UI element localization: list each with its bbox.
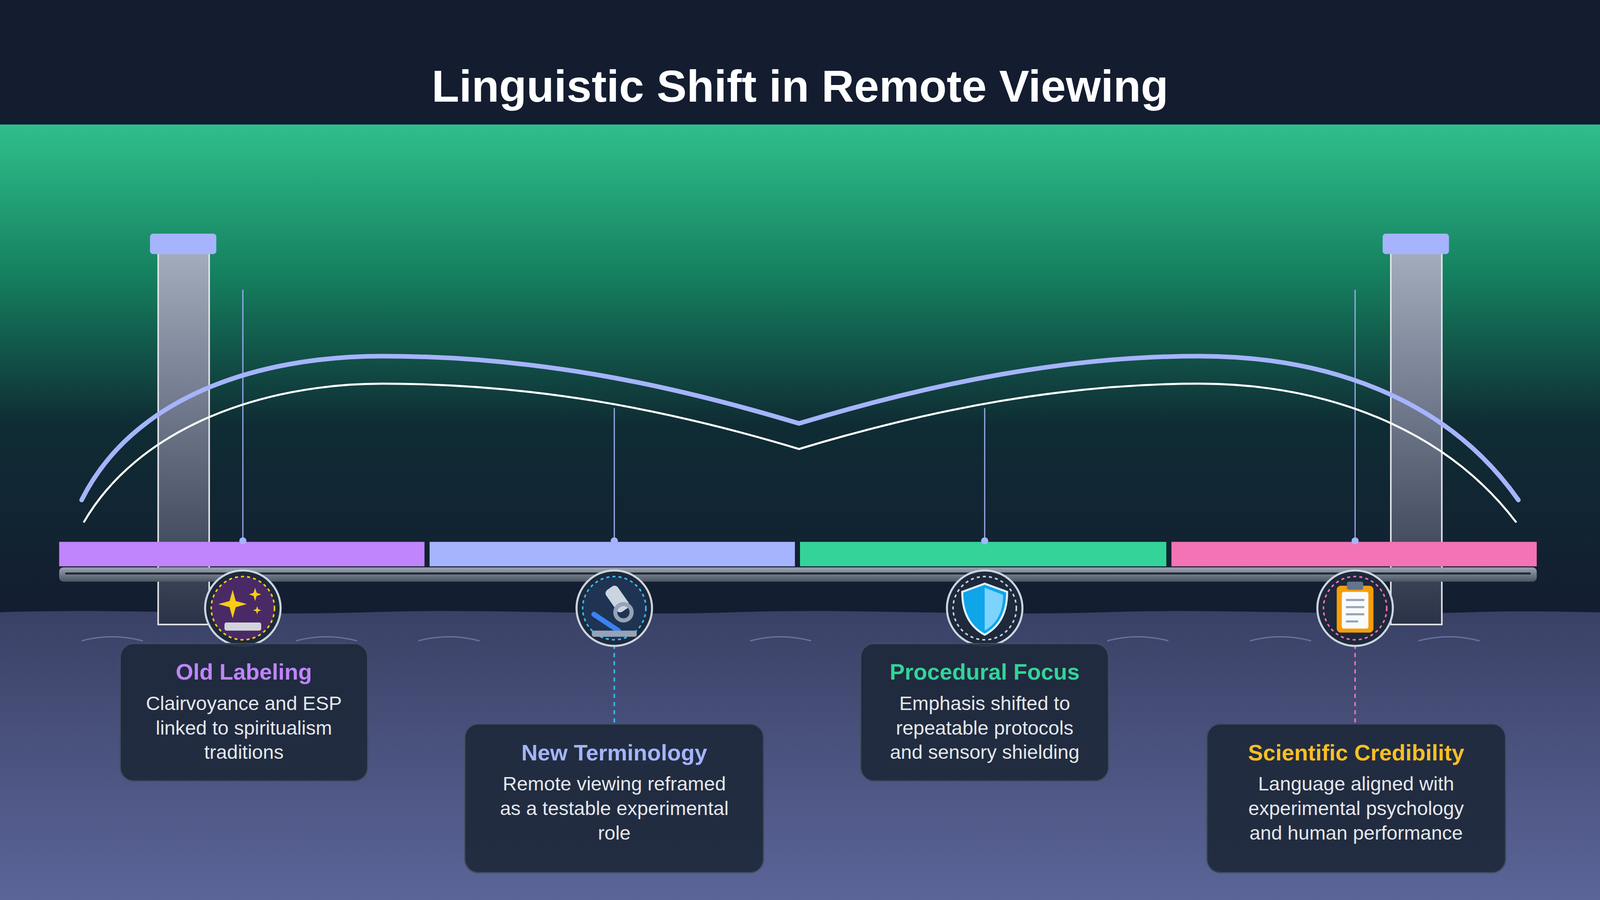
card-body: Remote viewing reframed as a testable ex… (496, 771, 733, 845)
clipboard-icon (1317, 570, 1393, 646)
ripple (295, 636, 358, 641)
ripple (750, 636, 812, 641)
deck (59, 541, 1537, 582)
microscope-slide (593, 614, 619, 631)
info-card: Procedural FocusEmphasis shifted to repe… (860, 642, 1110, 782)
ripple (1107, 636, 1169, 641)
deck-segment (429, 541, 795, 567)
ripple (1250, 636, 1312, 641)
ripple (81, 636, 143, 641)
text-line (1345, 613, 1365, 616)
text-line (1345, 599, 1365, 602)
spirit-icon (205, 570, 281, 646)
deck-segment (59, 541, 425, 567)
dashed-leader (613, 645, 615, 724)
star (252, 606, 262, 615)
clipboard-board (1336, 585, 1374, 633)
rail-groove (65, 572, 1531, 575)
hanger-dots (239, 537, 1359, 545)
deck-segment (800, 541, 1167, 567)
star (218, 590, 248, 619)
hanger-dot (239, 537, 247, 545)
dashed-leader (1354, 645, 1356, 724)
card-heading: Scientific Credibility (1247, 739, 1465, 767)
hanger-dot (610, 537, 618, 545)
icon-ring (205, 570, 281, 646)
hanger-dot (1351, 537, 1359, 545)
hanger-line (613, 408, 615, 541)
ripple (418, 636, 480, 641)
icon-ring (947, 570, 1023, 646)
icon-dashed-ring (211, 576, 275, 640)
microscope-arm (615, 604, 632, 621)
star (249, 587, 262, 602)
card-body: Emphasis shifted to repeatable protocols… (877, 691, 1092, 765)
sky-band (0, 124, 1600, 625)
info-card: New TerminologyRemote viewing reframed a… (464, 723, 765, 874)
ripple (1418, 636, 1480, 641)
clipboard-paper (1341, 591, 1369, 629)
clipboard-lines (1345, 600, 1365, 622)
shield-icon (947, 570, 1023, 646)
hanger-line (242, 290, 244, 541)
icon-dashed-ring (582, 576, 646, 640)
tower-cap (1382, 233, 1449, 255)
card-heading: Old Labeling (175, 658, 313, 686)
hanger-line (984, 408, 986, 541)
deck-segment (1171, 541, 1537, 567)
secondary-cable (83, 383, 1517, 523)
ripples (81, 636, 1480, 641)
hanger-dot (981, 537, 989, 545)
info-card: Old LabelingClairvoyance and ESP linked … (119, 642, 369, 782)
microscope-icon (576, 570, 653, 646)
text-line (1345, 606, 1365, 609)
card-heading: Procedural Focus (889, 658, 1080, 686)
hanger-line (1354, 290, 1356, 541)
icon-ring (576, 570, 653, 646)
card-heading: New Terminology (521, 739, 708, 767)
deck-rail (59, 567, 1537, 582)
shield-highlight (984, 587, 1003, 631)
hangers (242, 290, 1355, 541)
icon-dashed-ring (1323, 576, 1387, 640)
diagram-title: Linguistic Shift in Remote Viewing (0, 59, 1600, 114)
water-band (0, 611, 1600, 900)
info-card: Scientific CredibilityLanguage aligned w… (1206, 723, 1507, 874)
tower-cap (150, 233, 217, 255)
crystal-base (224, 622, 262, 631)
shield-body (962, 583, 1008, 635)
icon-dashed-ring (952, 576, 1017, 640)
header-band (0, 0, 1600, 125)
clipboard-clip (1347, 581, 1364, 590)
card-body: Language aligned with experimental psych… (1233, 771, 1479, 845)
main-cable (81, 356, 1519, 500)
card-body: Clairvoyance and ESP linked to spiritual… (137, 691, 351, 765)
icon-ring (1317, 570, 1393, 646)
text-line (1345, 620, 1358, 623)
microscope-base (591, 630, 637, 637)
